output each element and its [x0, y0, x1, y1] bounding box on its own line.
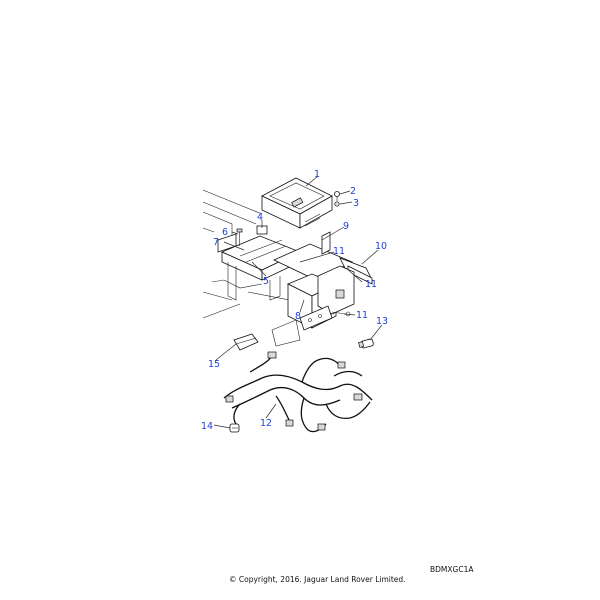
callout-10: 10	[375, 241, 387, 252]
bolt	[236, 228, 243, 246]
callout-13: 13	[376, 316, 388, 327]
harness-clip	[229, 423, 240, 433]
control-module	[261, 177, 333, 229]
callout-7: 7	[213, 237, 219, 248]
callout-5: 5	[263, 276, 269, 287]
callout-15: 15	[208, 359, 220, 370]
callout-4: 4	[257, 212, 263, 223]
callout-12: 12	[260, 418, 272, 429]
small-bracket	[233, 333, 259, 351]
relay-housing	[271, 265, 355, 347]
callout-6: 6	[222, 227, 228, 238]
callout-11-lower: 11	[356, 310, 368, 321]
callout-14: 14	[201, 421, 213, 432]
callout-2: 2	[350, 186, 356, 197]
callout-9: 9	[343, 221, 349, 232]
callout-11-upper: 11	[333, 246, 345, 257]
leader-lines	[213, 175, 383, 429]
vehicle-frame-outline	[202, 189, 301, 319]
wiring-harness	[223, 351, 373, 433]
callout-1: 1	[314, 169, 320, 180]
screw-and-nut	[334, 191, 340, 207]
callout-8: 8	[295, 311, 301, 322]
copyright-notice: © Copyright, 2016. Jaguar Land Rover Lim…	[229, 575, 406, 584]
diagram-reference-code: BDMXGC1A	[430, 565, 474, 574]
callout-11-middle: 11	[365, 279, 377, 290]
callout-3: 3	[353, 198, 359, 209]
callout-labels: 1 2 3 4 5 6 7 8 9 10 11 11 11 12 13 14 1…	[201, 169, 388, 432]
connector-plug	[358, 338, 374, 349]
